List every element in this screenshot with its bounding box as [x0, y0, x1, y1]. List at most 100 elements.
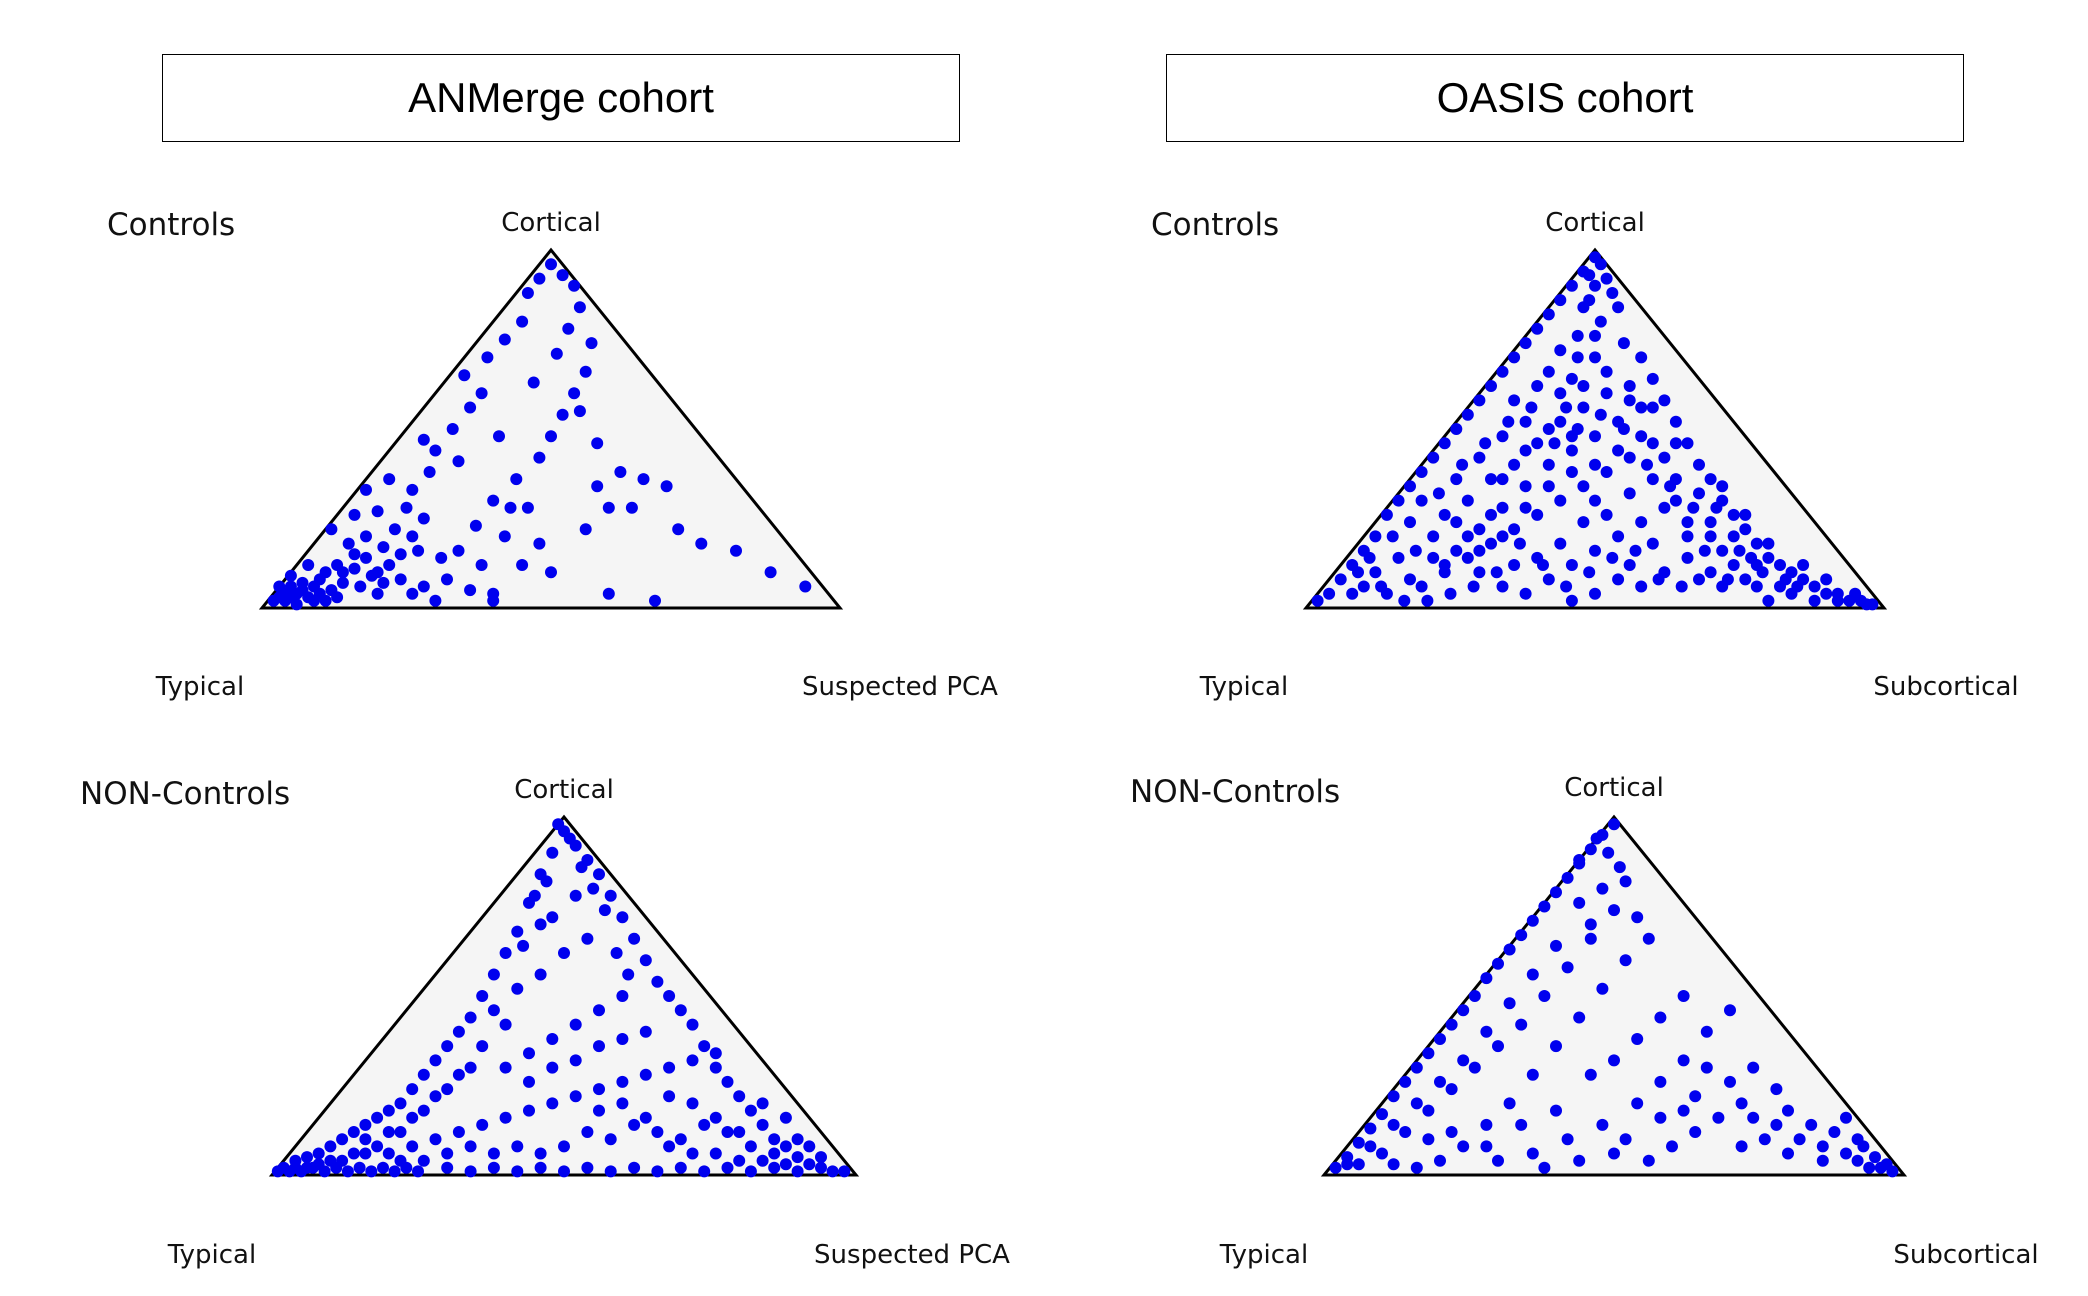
data-point [521, 501, 534, 514]
data-point [1427, 451, 1440, 464]
data-point [516, 559, 529, 571]
data-point [698, 1118, 711, 1131]
data-point [1693, 458, 1705, 471]
data-point [1652, 573, 1665, 586]
data-point [674, 1004, 687, 1017]
data-point [1542, 573, 1555, 586]
data-point [476, 990, 489, 1002]
data-point [1445, 1083, 1458, 1096]
data-point [1577, 516, 1590, 529]
data-point [709, 1047, 722, 1060]
data-point [1600, 466, 1613, 478]
data-point [1589, 351, 1601, 364]
data-point [1721, 573, 1734, 586]
data-point [1554, 294, 1567, 307]
data-point [663, 1061, 676, 1074]
data-point [1808, 580, 1821, 593]
data-point [1589, 430, 1601, 443]
data-point [585, 337, 598, 350]
data-point [1612, 444, 1625, 457]
data-point [550, 347, 563, 360]
data-point [417, 1154, 430, 1167]
data-point [1677, 1104, 1690, 1117]
data-point [1461, 408, 1474, 421]
data-point [342, 537, 355, 550]
data-point [1531, 380, 1544, 392]
data-point [394, 573, 407, 586]
data-point [1642, 1154, 1655, 1167]
data-point [616, 911, 629, 924]
data-point [1457, 1004, 1470, 1017]
data-point [1519, 415, 1532, 428]
data-point [1560, 401, 1573, 414]
data-point [1561, 871, 1574, 884]
data-point [1600, 272, 1613, 285]
data-point [1820, 587, 1833, 600]
data-point [1480, 972, 1493, 985]
data-point [1526, 1068, 1539, 1081]
data-point [1565, 444, 1578, 457]
data-point [1654, 1011, 1667, 1024]
data-point [545, 258, 557, 271]
data-point [534, 918, 547, 931]
data-point [1770, 1118, 1783, 1131]
data-point [686, 1054, 699, 1067]
group-label: Controls [1151, 207, 1279, 243]
data-point [581, 1161, 594, 1174]
data-point [429, 1054, 442, 1067]
data-point [1739, 573, 1752, 586]
data-point [616, 1033, 629, 1045]
data-point [556, 269, 569, 282]
data-point [1681, 516, 1694, 529]
data-point [1704, 566, 1717, 579]
data-point [1496, 473, 1509, 486]
data-point [406, 530, 419, 543]
data-point [347, 1126, 360, 1138]
data-point [1623, 380, 1636, 392]
data-point [1473, 566, 1486, 579]
ternary-triangle [268, 814, 860, 1177]
data-point [674, 1161, 687, 1174]
data-point [1700, 1061, 1713, 1074]
data-point [441, 1083, 454, 1096]
data-point [296, 584, 309, 597]
data-point [1849, 587, 1862, 600]
data-point [324, 1154, 337, 1167]
data-point [1542, 458, 1555, 471]
data-point [1727, 530, 1740, 543]
data-point [1554, 344, 1567, 357]
data-point [1584, 1068, 1597, 1081]
data-point [593, 868, 605, 881]
data-point [400, 501, 413, 514]
data-point [1538, 1161, 1551, 1174]
data-point [1548, 437, 1561, 450]
data-point [382, 1104, 395, 1117]
data-point [475, 387, 488, 400]
data-point [545, 566, 557, 579]
data-point [1573, 896, 1586, 909]
data-point [1369, 566, 1382, 579]
data-point [1519, 444, 1532, 457]
data-point [791, 1133, 804, 1146]
data-point [301, 1151, 313, 1164]
data-point [1689, 1090, 1702, 1103]
data-point [1608, 904, 1620, 917]
data-point [779, 1140, 792, 1153]
data-point [498, 333, 511, 346]
data-point [406, 1140, 419, 1153]
data-point [464, 584, 477, 597]
data-point [1733, 544, 1746, 557]
data-point [1617, 423, 1630, 435]
data-point [1404, 573, 1416, 586]
data-point [1450, 544, 1463, 557]
data-point [1658, 501, 1671, 514]
data-point [476, 1118, 489, 1131]
data-point [1745, 551, 1758, 564]
data-point [1747, 1111, 1760, 1124]
data-point [446, 423, 459, 435]
data-point [1710, 501, 1723, 514]
data-point [1450, 516, 1463, 529]
vertex-label-left: Typical [1219, 1240, 1308, 1270]
data-point [1779, 573, 1792, 586]
